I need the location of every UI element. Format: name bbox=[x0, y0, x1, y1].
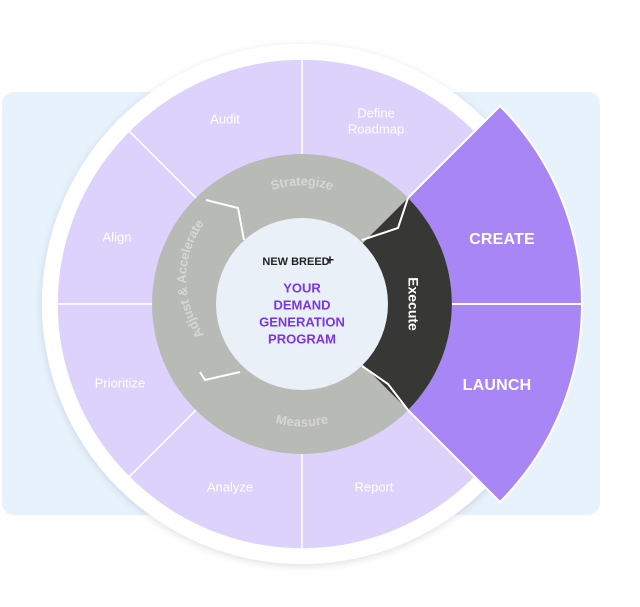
label-create: CREATE bbox=[469, 231, 535, 248]
label-report: Report bbox=[354, 479, 393, 494]
phase-label-measure: Measure bbox=[274, 412, 329, 430]
brand-plus-icon: + bbox=[326, 252, 334, 268]
center-line-3: GENERATION bbox=[259, 314, 345, 329]
center-circle bbox=[216, 218, 388, 390]
center-line-1: YOUR bbox=[283, 280, 321, 295]
label-audit: Audit bbox=[210, 111, 240, 126]
phase-dividers bbox=[199, 197, 409, 411]
brand-logo: NEW BREED bbox=[262, 256, 329, 268]
label-analyze: Analyze bbox=[207, 479, 253, 494]
center-line-4: PROGRAM bbox=[268, 331, 336, 346]
label-define: Define bbox=[357, 105, 395, 120]
center-line-2: DEMAND bbox=[273, 297, 330, 312]
label-launch: LAUNCH bbox=[463, 377, 532, 394]
phase-label-strategize: Strategize bbox=[269, 174, 335, 194]
label-align: Align bbox=[103, 229, 132, 244]
label-roadmap: Roadmap bbox=[348, 121, 404, 136]
phase-label-execute: Execute bbox=[405, 277, 421, 331]
label-prioritize: Prioritize bbox=[95, 375, 146, 390]
